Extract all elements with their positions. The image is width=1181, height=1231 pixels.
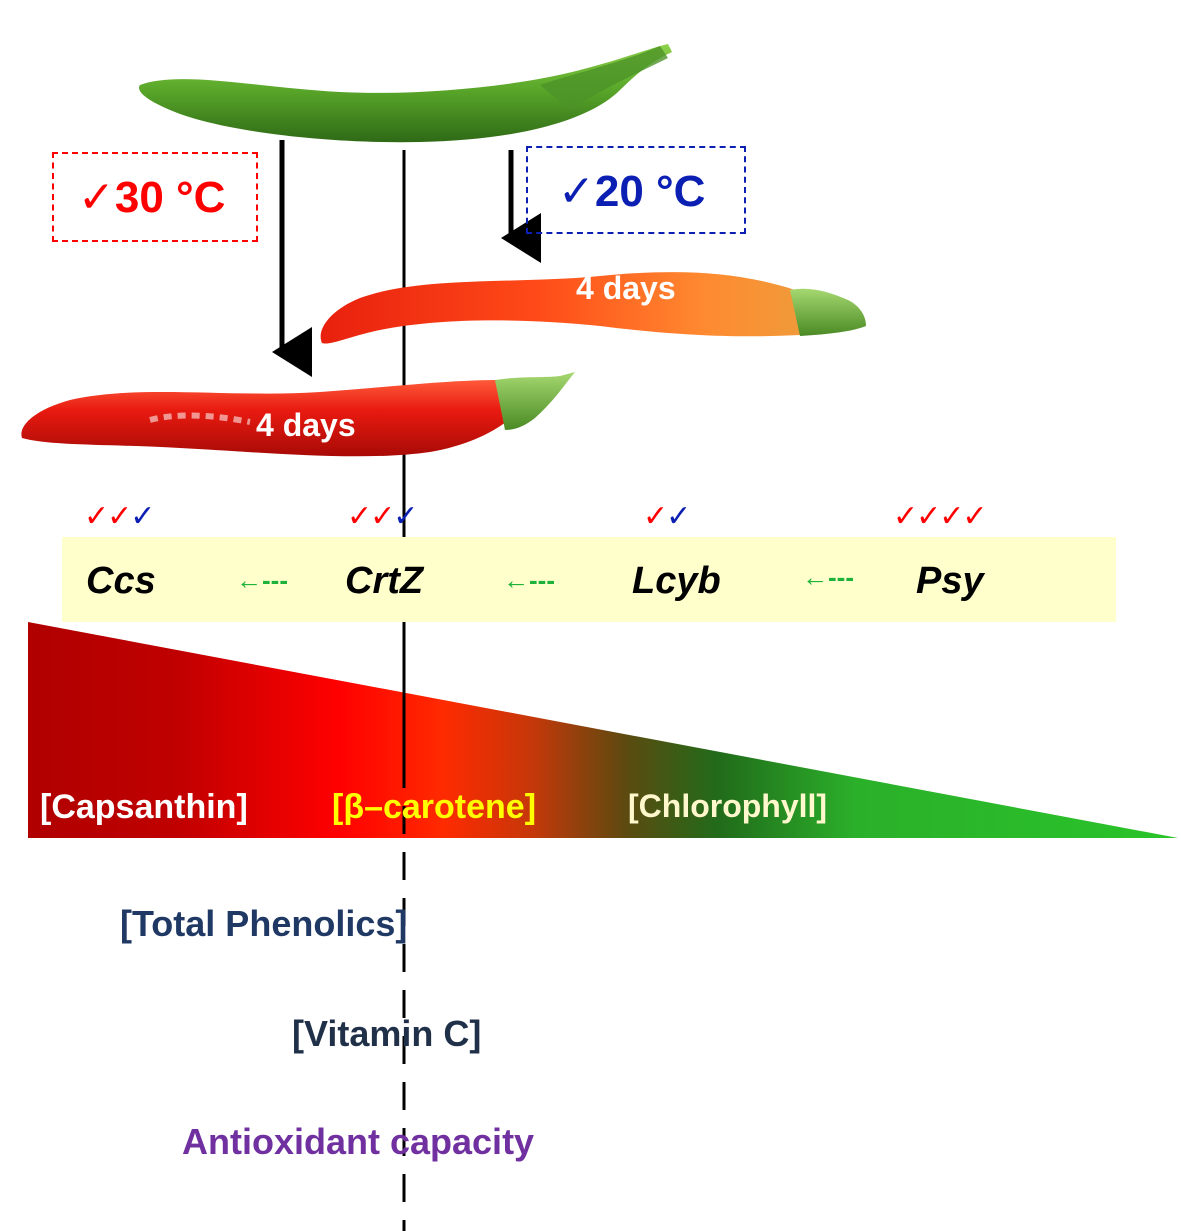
pathway-arrow-left-icon: ←--- <box>236 565 288 595</box>
orange-pepper-20c <box>320 272 866 344</box>
check-icon: ✓ <box>558 167 595 216</box>
gene-checks-lcyb: ✓✓ <box>643 500 691 533</box>
check-icon: ✓ <box>107 500 132 533</box>
pigment-beta-carotene: [β–carotene] <box>332 788 537 826</box>
pathway-arrow-left-icon: ←--- <box>503 565 555 595</box>
gene-crtz: CrtZ <box>345 560 424 602</box>
pigment-capsanthin: [Capsanthin] <box>40 788 248 826</box>
red-pepper-duration: 4 days <box>256 407 356 443</box>
orange-pepper-duration: 4 days <box>576 270 676 306</box>
gene-checks-crtz: ✓✓✓ <box>347 500 418 533</box>
check-icon: ✓ <box>393 500 418 533</box>
temp-30c-label: 30 °C <box>114 173 226 222</box>
temp-30c-box: ✓30 °C <box>52 152 258 242</box>
gene-checks-psy: ✓✓✓✓ <box>893 500 988 533</box>
check-icon: ✓ <box>643 500 668 533</box>
check-icon: ✓ <box>130 500 155 533</box>
gene-ccs: Ccs <box>86 560 156 602</box>
antioxidant-capacity-label: Antioxidant capacity <box>182 1121 535 1162</box>
check-icon: ✓ <box>962 500 987 533</box>
check-icon: ✓ <box>893 500 918 533</box>
pigment-gradient-triangle <box>28 622 1178 838</box>
pathway-box <box>62 537 1116 622</box>
check-icon: ✓ <box>78 173 115 222</box>
gene-psy: Psy <box>916 560 984 602</box>
check-icon: ✓ <box>84 500 109 533</box>
check-icon: ✓ <box>916 500 941 533</box>
check-icon: ✓ <box>347 500 372 533</box>
check-icon: ✓ <box>666 500 691 533</box>
green-pepper <box>139 44 672 143</box>
temp-20c-label: 20 °C <box>594 167 706 216</box>
vitamin-c-label: [Vitamin C] <box>292 1013 482 1054</box>
red-pepper-30c <box>21 372 575 457</box>
total-phenolics-label: [Total Phenolics] <box>120 903 408 944</box>
pigment-chlorophyll: [Chlorophyll] <box>628 788 828 824</box>
check-icon: ✓ <box>370 500 395 533</box>
gene-lcyb: Lcyb <box>632 560 721 602</box>
check-icon: ✓ <box>939 500 964 533</box>
gene-checks-ccs: ✓✓✓ <box>84 500 155 533</box>
pathway-arrow-left-icon: ←--- <box>802 562 854 592</box>
temp-20c-box: ✓20 °C <box>526 146 746 234</box>
